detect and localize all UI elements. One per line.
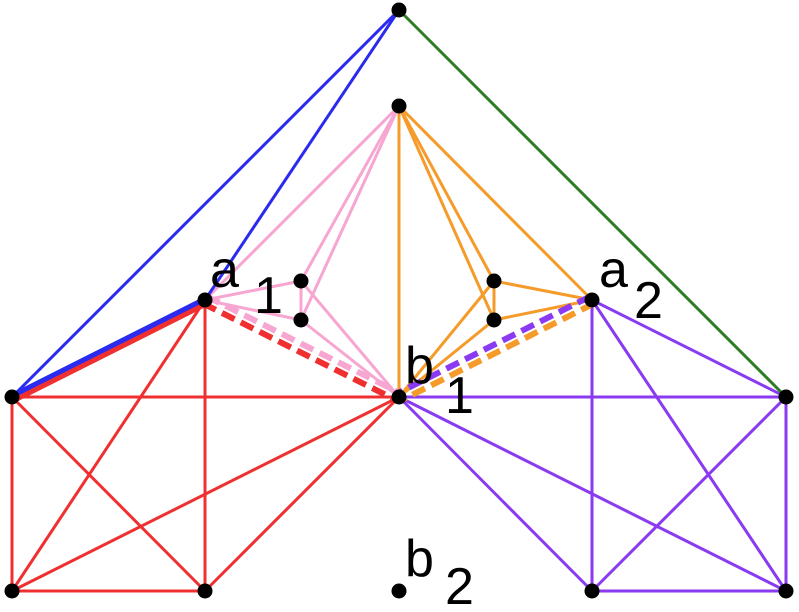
- edge-or1-a2-orange: [493, 279, 593, 302]
- edge-mid-a2-orange: [397, 104, 594, 302]
- node-pk2: [293, 312, 309, 328]
- edge-a1-pk1-pink: [204, 279, 302, 302]
- node-lm: [4, 389, 20, 405]
- label-a1-sub: 1: [254, 267, 283, 325]
- edge-a1-bl-red: [10, 299, 207, 592]
- node-br: [778, 583, 794, 599]
- edge-a2-b1-orange: [399, 300, 596, 404]
- edge-bl-b1-red: [11, 395, 400, 593]
- label-b2-sub: 2: [445, 558, 474, 612]
- node-bla: [197, 583, 213, 599]
- node-bra: [584, 583, 600, 599]
- node-or1: [486, 273, 502, 289]
- node-rm: [778, 389, 794, 405]
- node-a1: [197, 292, 213, 308]
- node-b1: [391, 389, 407, 405]
- edge-lm-a1-blue: [10, 296, 207, 401]
- edge-mid-pk1-pink: [299, 105, 401, 282]
- edge-a1-pk2-pink: [204, 298, 302, 322]
- label-a1-base: a: [210, 241, 239, 299]
- edges: [10, 8, 788, 593]
- node-mid: [391, 98, 407, 114]
- node-b2: [391, 583, 407, 599]
- edge-top-lm-blue: [10, 8, 401, 399]
- edge-b1-br-purple: [398, 395, 787, 593]
- edge-mid-a1-pink: [203, 104, 401, 302]
- label-b1-sub: 1: [445, 367, 474, 425]
- edge-a2-rm-purple: [591, 298, 787, 399]
- label-b1: b 1: [405, 337, 474, 425]
- edge-rm-bra-purple: [590, 395, 788, 593]
- edge-or2-a2-orange: [493, 298, 593, 322]
- node-bl: [4, 583, 20, 599]
- label-a2-sub: 2: [634, 272, 663, 330]
- label-a2-base: a: [599, 241, 628, 299]
- nodes: [4, 2, 794, 599]
- edge-a2-b1-purple: [395, 293, 592, 397]
- label-a2: a 2: [599, 241, 663, 330]
- label-b2-base: b: [405, 530, 434, 588]
- edge-top-rm-green: [397, 8, 788, 399]
- edge-pk1-b1-pink: [299, 280, 401, 398]
- label-b2: b 2: [405, 530, 474, 612]
- edge-or1-b1-orange: [397, 280, 496, 398]
- edge-mid-pk2-pink: [299, 105, 401, 321]
- node-pk1: [293, 273, 309, 289]
- edge-lm-bla-red: [10, 395, 207, 593]
- edge-a2-br-purple: [590, 299, 788, 592]
- edge-top-a1-blue: [203, 9, 401, 301]
- edge-lm-a1-red: [12, 301, 208, 403]
- edge-a1-b1-red: [201, 300, 399, 404]
- label-a1: a 1: [210, 241, 283, 325]
- edge-b1-bra-purple: [397, 395, 594, 593]
- node-or2: [486, 312, 502, 328]
- edge-a1-b1-pink: [205, 293, 403, 397]
- edge-mid-or1-orange: [397, 105, 496, 282]
- edge-mid-or2-orange: [397, 105, 496, 321]
- label-b1-base: b: [405, 337, 434, 395]
- node-a2: [584, 292, 600, 308]
- edge-bla-b1-red: [203, 395, 401, 593]
- node-top: [391, 2, 407, 18]
